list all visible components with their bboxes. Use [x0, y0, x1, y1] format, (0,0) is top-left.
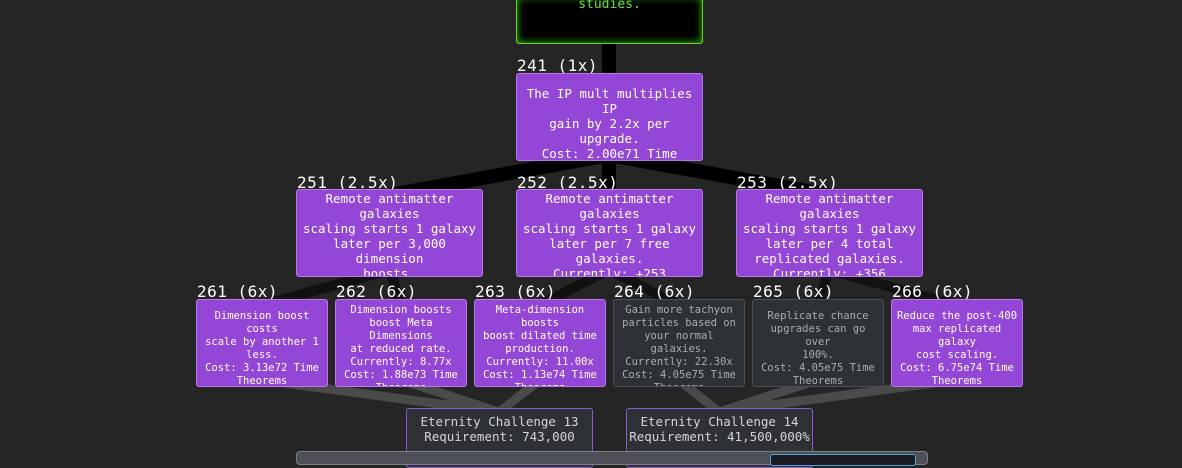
- study-261-label: 261 (6x): [197, 282, 279, 301]
- ec14-requirement: Requirement: 41,500,000%: [629, 429, 810, 444]
- study-241-text: The IP mult multiplies IP gain by 2.2x p…: [526, 86, 693, 161]
- study-266-text: Reduce the post-400 max replicated galax…: [896, 310, 1018, 387]
- ec14-title: Eternity Challenge 14: [640, 414, 799, 429]
- study-251-label: 251 (2.5x): [297, 173, 399, 192]
- study-266-label: 266 (6x): [892, 282, 974, 301]
- study-261-text: Dimension boost costs scale by another 1…: [205, 310, 319, 387]
- study-252-text: Remote antimatter galaxies scaling start…: [522, 191, 697, 277]
- study-265[interactable]: Replicate chance upgrades can go over 10…: [752, 299, 884, 387]
- study-265-label: 265 (6x): [753, 282, 835, 301]
- study-253-label: 253 (2.5x): [737, 173, 839, 192]
- study-253-text: Remote antimatter galaxies scaling start…: [742, 191, 917, 277]
- study-263-text: Meta-dimension boosts boost dilated time…: [483, 304, 597, 386]
- study-252-label: 252 (2.5x): [517, 173, 619, 192]
- study-264[interactable]: Gain more tachyon particles based on you…: [613, 299, 745, 387]
- study-top-text: studies.: [578, 0, 641, 12]
- study-241-label: 241 (1x): [517, 56, 599, 75]
- study-266[interactable]: Reduce the post-400 max replicated galax…: [891, 299, 1023, 387]
- study-252[interactable]: Remote antimatter galaxies scaling start…: [516, 189, 703, 277]
- study-251[interactable]: Remote antimatter galaxies scaling start…: [296, 189, 483, 277]
- ec13-title: Eternity Challenge 13: [420, 414, 579, 429]
- study-241[interactable]: The IP mult multiplies IP gain by 2.2x p…: [516, 73, 703, 161]
- study-262[interactable]: Dimension boosts boost Meta Dimensions a…: [335, 299, 467, 387]
- study-264-label: 264 (6x): [614, 282, 696, 301]
- study-top-partial[interactable]: studies.: [516, 0, 703, 44]
- study-253[interactable]: Remote antimatter galaxies scaling start…: [736, 189, 923, 277]
- study-262-label: 262 (6x): [336, 282, 418, 301]
- study-263[interactable]: Meta-dimension boosts boost dilated time…: [474, 299, 606, 387]
- study-265-text: Replicate chance upgrades can go over 10…: [761, 310, 875, 387]
- ec13-requirement: Requirement: 743,000: [424, 429, 575, 444]
- study-261[interactable]: Dimension boost costs scale by another 1…: [196, 299, 328, 387]
- study-262-text: Dimension boosts boost Meta Dimensions a…: [344, 304, 458, 386]
- study-263-label: 263 (6x): [475, 282, 557, 301]
- bottom-panel-button[interactable]: [770, 454, 916, 466]
- study-264-text: Gain more tachyon particles based on you…: [622, 304, 736, 386]
- study-251-text: Remote antimatter galaxies scaling start…: [302, 191, 477, 277]
